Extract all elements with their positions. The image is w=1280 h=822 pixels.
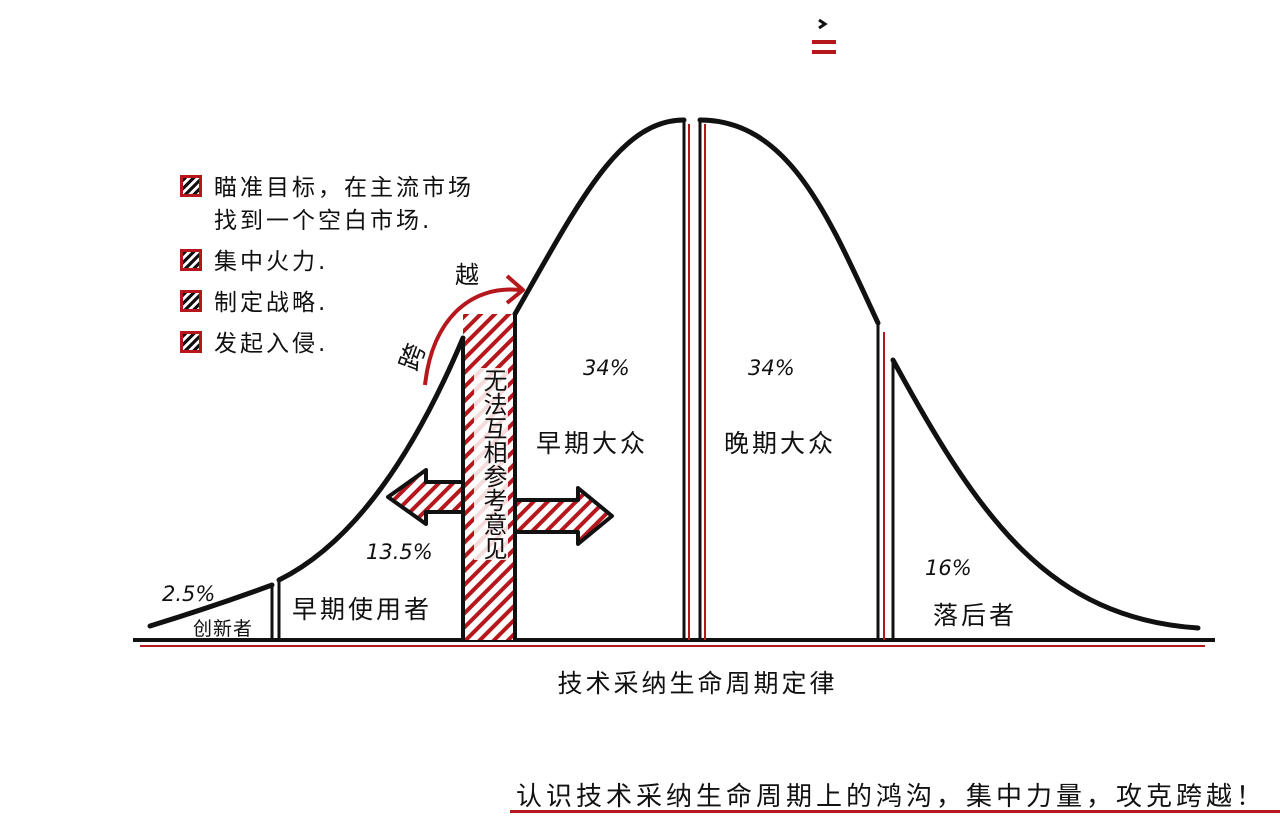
cross-arrow-head	[505, 274, 525, 305]
hatched-box-icon	[180, 249, 202, 271]
right-arrow	[513, 486, 614, 546]
axis-title: 技术采纳生命周期定律	[557, 669, 838, 698]
early-adopters-pct: 13.5%	[366, 540, 433, 564]
curve-late-majority	[697, 117, 881, 326]
early-majority-pct: 34%	[583, 356, 630, 380]
bottom-note: 认识技术采纳生命周期上的鸿沟，集中力量，攻克跨越！	[516, 782, 1267, 812]
curve-innovators	[147, 582, 275, 629]
late-majority-pct: 34%	[748, 356, 795, 380]
early-majority-name: 早期大众	[536, 429, 649, 458]
hatched-box-icon	[180, 331, 202, 353]
bottom-note-underline	[510, 810, 1280, 813]
legend-item-text: 瞄准目标，在主流市场 找到一个空白市场.	[214, 175, 474, 234]
early-adopters-name: 早期使用者	[292, 595, 433, 624]
cross-label-right: 越	[455, 261, 479, 289]
innovators-pct: 2.5%	[162, 582, 216, 606]
legend-item: 瞄准目标，在主流市场 找到一个空白市场.	[180, 172, 540, 238]
curve-early-majority	[512, 117, 687, 317]
legend-item-text: 发起入侵.	[214, 331, 329, 357]
hatched-box-icon	[180, 290, 202, 312]
legend-item: 制定战略.	[180, 287, 540, 320]
legend-item: 发起入侵.	[180, 328, 540, 361]
legend-item-text: 集中火力.	[214, 249, 329, 275]
legend-item: 集中火力.	[180, 246, 540, 279]
curve-laggards	[890, 357, 1201, 631]
innovators-name: 创新者	[193, 618, 254, 640]
legend: 瞄准目标，在主流市场 找到一个空白市场. 集中火力. 制定战略. 发起入侵.	[180, 172, 540, 369]
decorative-mark	[812, 18, 836, 54]
laggards-pct: 16%	[925, 556, 972, 580]
legend-item-text: 制定战略.	[214, 290, 329, 316]
cross-arrow	[423, 287, 521, 386]
chasm-label: 无法互相参考意见	[474, 368, 508, 560]
laggards-name: 落后者	[933, 601, 1018, 630]
late-majority-name: 晚期大众	[724, 429, 837, 458]
curve-early-adopters	[276, 335, 466, 583]
hatched-box-icon	[180, 175, 202, 197]
left-arrow	[386, 468, 465, 526]
